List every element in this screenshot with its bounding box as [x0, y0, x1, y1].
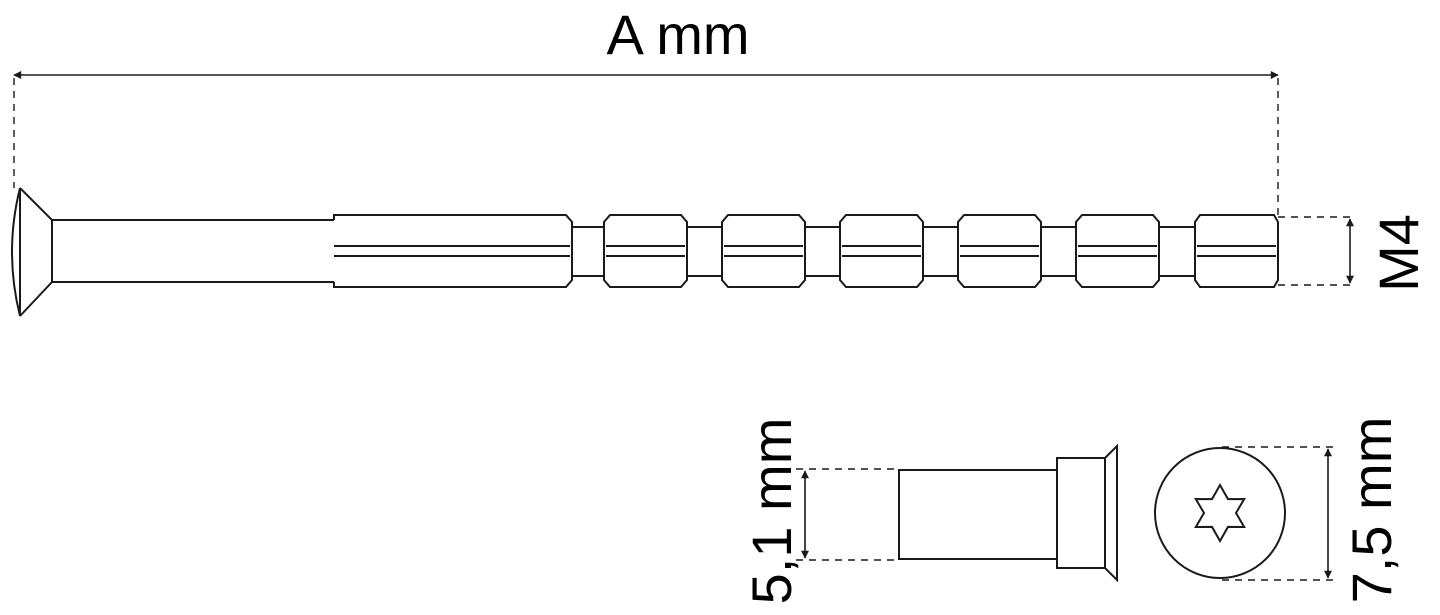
- bolt-head-dome: [11, 187, 21, 317]
- thread-segment: [1075, 214, 1160, 288]
- sleeve-flange: [1056, 443, 1118, 583]
- thread-segment: [603, 214, 688, 288]
- sleeve-nut-end-view: [1154, 447, 1286, 579]
- thread-segment: [957, 214, 1042, 288]
- head-diameter-label: 7,5 mm: [1340, 417, 1403, 604]
- thread-label: M4: [1367, 214, 1430, 292]
- nut-head-circle: [1154, 447, 1286, 579]
- torx-star-icon: [1194, 482, 1246, 544]
- thread-segment: [721, 214, 806, 288]
- bolt-head-taper: [19, 187, 53, 317]
- sleeve-diameter-label: 5,1 mm: [740, 418, 803, 605]
- sleeve-nut-side-view: [898, 443, 1118, 583]
- bolt-side-view: [11, 187, 1279, 317]
- length-dimension: A mm: [13, 3, 1279, 215]
- head-dimension: 7,5 mm: [1222, 417, 1403, 604]
- sleeve-dimension: 5,1 mm: [740, 418, 896, 605]
- thread-segment: [839, 214, 924, 288]
- sleeve-body: [898, 469, 1058, 560]
- length-label: A mm: [606, 3, 749, 66]
- knurled-section: [333, 214, 573, 288]
- thread-dimension: M4: [1278, 214, 1430, 292]
- thread-segment: [1194, 214, 1279, 288]
- thread-segments: [572, 214, 1279, 288]
